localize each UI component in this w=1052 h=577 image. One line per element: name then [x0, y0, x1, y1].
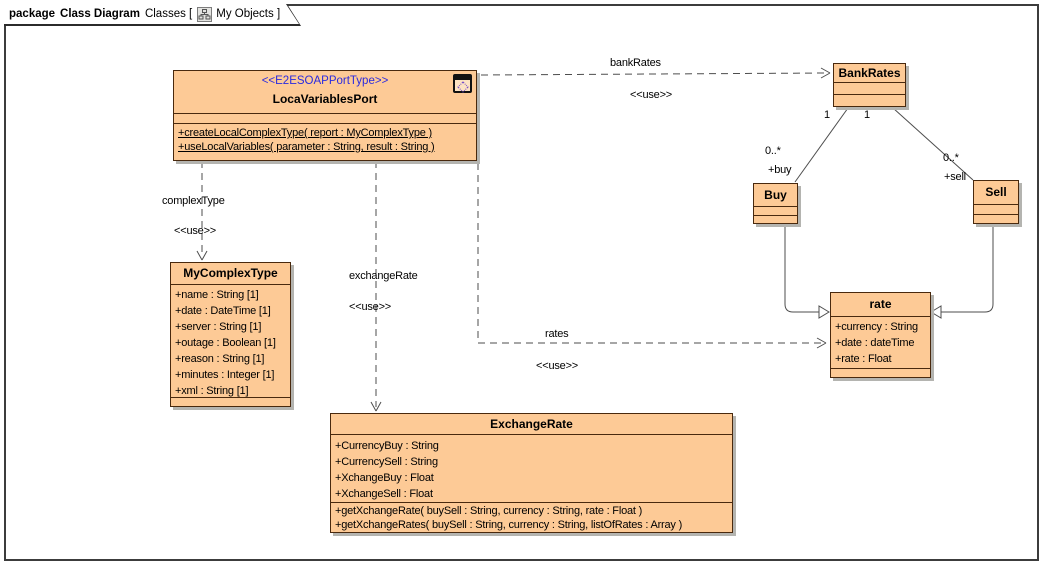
- multiplicity-bankrates-buy[interactable]: 1: [824, 109, 830, 121]
- role-sell[interactable]: +sell: [944, 171, 966, 183]
- dependency-rates[interactable]: [477, 163, 827, 349]
- attribute-row[interactable]: +name : String [1]: [175, 289, 259, 301]
- operations-compartment: +getXchangeRate( buySell : String, curre…: [331, 502, 732, 532]
- class-bankrates[interactable]: BankRates: [833, 63, 906, 107]
- attribute-row[interactable]: +reason : String [1]: [175, 353, 265, 365]
- dependency-bankrates[interactable]: [480, 67, 831, 79]
- diagram-frame-tab: package Class Diagram Classes [ My Objec…: [4, 4, 301, 26]
- edge-stereotype-use[interactable]: <<use>>: [536, 360, 579, 372]
- edge-label-bankrates[interactable]: bankRates: [610, 57, 661, 69]
- diagram-icon: [197, 6, 213, 22]
- attributes-compartment: [754, 206, 797, 215]
- attributes-compartment: [974, 204, 1018, 214]
- edge-label-rates[interactable]: rates: [545, 328, 569, 340]
- role-buy[interactable]: +buy: [768, 164, 792, 176]
- operations-compartment: [974, 214, 1018, 223]
- composition-bankrates-sell[interactable]: [880, 95, 974, 181]
- class-name: LocaVariablesPort: [272, 92, 378, 106]
- class-locavariablesport[interactable]: <<E2ESOAPPortType>> LocaVariablesPort +c…: [173, 70, 477, 161]
- dependency-complextype[interactable]: [196, 161, 208, 261]
- dependency-exchangerate[interactable]: [370, 161, 382, 412]
- operations-compartment: [171, 397, 290, 406]
- class-name: Sell: [985, 185, 1007, 199]
- multiplicity-bankrates-sell[interactable]: 1: [864, 109, 870, 121]
- edge-stereotype-use[interactable]: <<use>>: [349, 301, 392, 313]
- operations-compartment: [754, 215, 797, 223]
- class-name: BankRates: [838, 66, 901, 80]
- attribute-row[interactable]: +rate : Float: [835, 353, 892, 365]
- class-stereotype: <<E2ESOAPPortType>>: [261, 75, 389, 87]
- class-rate[interactable]: rate +currency : String +date : dateTime…: [830, 292, 931, 378]
- operation-row[interactable]: +getXchangeRate( buySell : String, curre…: [335, 505, 643, 517]
- generalization-sell-rate[interactable]: [930, 224, 994, 319]
- class-sell[interactable]: Sell: [973, 180, 1019, 224]
- attribute-row[interactable]: +XchangeBuy : Float: [335, 472, 434, 484]
- edge-stereotype-use[interactable]: <<use>>: [630, 89, 673, 101]
- operations-compartment: [831, 368, 930, 377]
- attributes-compartment: [174, 113, 476, 123]
- attribute-row[interactable]: +server : String [1]: [175, 321, 262, 333]
- class-name: rate: [869, 297, 892, 311]
- operations-compartment: [834, 94, 905, 106]
- multiplicity-sell[interactable]: 0..*: [943, 152, 959, 164]
- frame-keyword: package: [9, 8, 56, 20]
- attribute-row[interactable]: +outage : Boolean [1]: [175, 337, 276, 349]
- class-mycomplextype[interactable]: MyComplexType +name : String [1] +date :…: [170, 262, 291, 407]
- attribute-row[interactable]: +date : DateTime [1]: [175, 305, 271, 317]
- edge-label-exchangerate[interactable]: exchangeRate: [349, 270, 418, 282]
- attribute-row[interactable]: +XchangeSell : Float: [335, 488, 433, 500]
- edge-label-complextype[interactable]: complexType: [162, 195, 225, 207]
- operation-row[interactable]: +getXchangeRates( buySell : String, curr…: [335, 519, 683, 531]
- class-name: Buy: [764, 188, 787, 202]
- class-name: ExchangeRate: [490, 417, 573, 431]
- class-exchangerate[interactable]: ExchangeRate +CurrencyBuy : String +Curr…: [330, 413, 733, 533]
- attribute-row[interactable]: +date : dateTime: [835, 337, 915, 349]
- frame-name-left: Classes [: [144, 8, 193, 20]
- generalization-buy-rate[interactable]: [784, 224, 830, 319]
- attribute-row[interactable]: +currency : String: [835, 321, 918, 333]
- operation-row[interactable]: +createLocalComplexType( report : MyComp…: [178, 127, 433, 139]
- frame-name-right: My Objects ]: [216, 8, 281, 20]
- diagram-frame: [4, 4, 1039, 561]
- attributes-compartment: [834, 82, 905, 94]
- attribute-row[interactable]: +minutes : Integer [1]: [175, 369, 275, 381]
- class-buy[interactable]: Buy: [753, 183, 798, 224]
- frame-diagram-kind: Class Diagram: [60, 8, 140, 20]
- operations-compartment: +createLocalComplexType( report : MyComp…: [174, 123, 476, 160]
- porttype-icon: [453, 74, 472, 93]
- attributes-compartment: +currency : String +date : dateTime +rat…: [831, 316, 930, 368]
- operation-row[interactable]: +useLocalVariables( parameter : String, …: [178, 141, 435, 153]
- attribute-row[interactable]: +CurrencySell : String: [335, 456, 438, 468]
- attribute-row[interactable]: +xml : String [1]: [175, 385, 249, 397]
- attribute-row[interactable]: +CurrencyBuy : String: [335, 440, 439, 452]
- class-name: MyComplexType: [183, 266, 278, 280]
- attributes-compartment: +name : String [1] +date : DateTime [1] …: [171, 284, 290, 397]
- multiplicity-buy[interactable]: 0..*: [765, 145, 781, 157]
- attributes-compartment: +CurrencyBuy : String +CurrencySell : St…: [331, 434, 732, 502]
- edge-stereotype-use[interactable]: <<use>>: [174, 225, 217, 237]
